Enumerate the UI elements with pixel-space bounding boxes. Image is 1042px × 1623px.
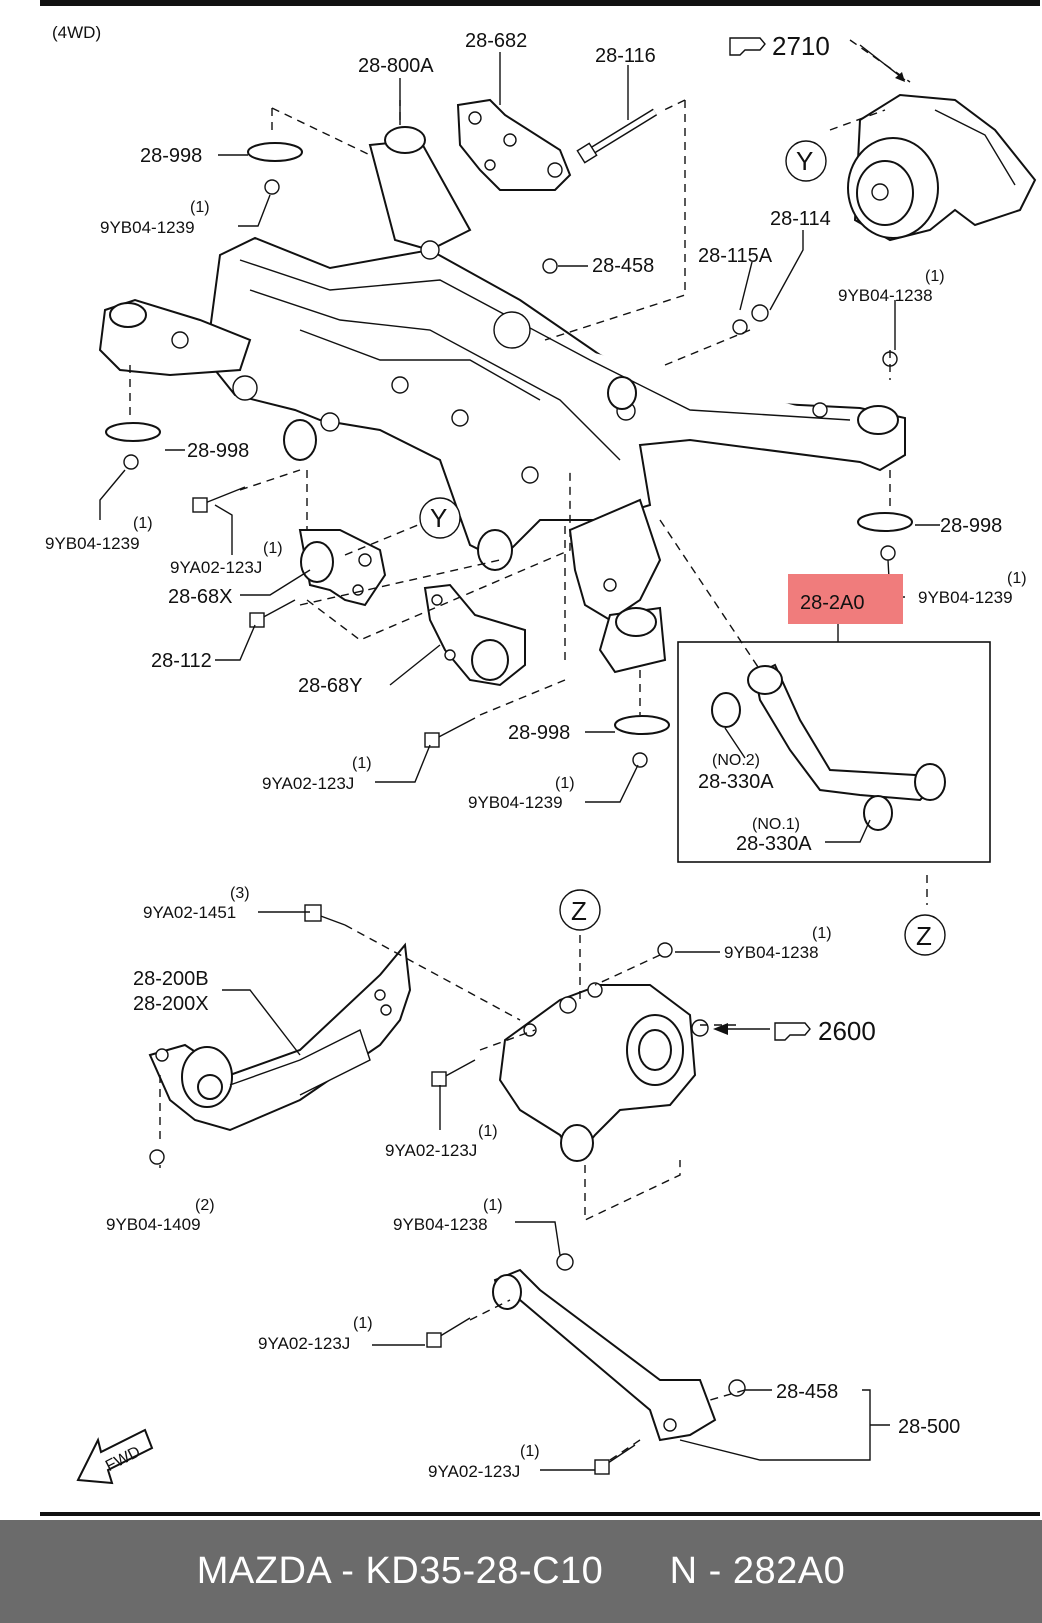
label-9YB04-1238: 9YB04-1238 [838, 286, 933, 305]
labels: (4WD) 28-800A 28-682 28-116 28-998 (1) 9… [45, 23, 1027, 1481]
label-28-682: 28-682 [465, 30, 527, 52]
ref-2710: 2710 [772, 31, 830, 61]
bottom-rule [40, 1512, 1040, 1516]
pointing-hand-icon [713, 37, 906, 1041]
washer-28-998 [105, 142, 913, 735]
footer-part-number: MAZDA - KD35-28-C10 N - 282A0 [196, 1550, 846, 1592]
label-28-68Y: 28-68Y [298, 675, 363, 697]
label-28-458: 28-458 [592, 255, 654, 277]
label-9YB04-1239: 9YB04-1239 [100, 218, 195, 237]
variant-label: (4WD) [52, 23, 101, 42]
label-9YA02-1451: 9YA02-1451 [143, 903, 236, 922]
label-28-458: 28-458 [776, 1381, 838, 1403]
label-qty: (1) [190, 199, 210, 216]
label-qty: (1) [520, 1443, 540, 1460]
label-qty: (1) [925, 268, 945, 285]
label-qty: (1) [483, 1197, 503, 1214]
label-28-200X: 28-200X [133, 993, 209, 1015]
label-28-998: 28-998 [508, 722, 570, 744]
label-28-330A: 28-330A [736, 833, 812, 855]
top-rule [40, 0, 1040, 6]
parts-diagram: (4WD) 28-800A 28-682 28-116 28-998 (1) 9… [45, 23, 1037, 1485]
label-9YA02-123J: 9YA02-123J [385, 1141, 477, 1160]
label-qty: (1) [812, 925, 832, 942]
label-9YA02-123J: 9YA02-123J [428, 1462, 520, 1481]
label-28-330A: 28-330A [698, 771, 774, 793]
label-9YB04-1238: 9YB04-1238 [724, 943, 819, 962]
lower-link [492, 1253, 746, 1442]
fwd-arrow-icon [76, 1428, 154, 1485]
label-9YA02-123J: 9YA02-123J [258, 1334, 350, 1353]
label-28-800A: 28-800A [358, 55, 434, 77]
label-no1: (NO.1) [752, 816, 800, 833]
label-28-115A: 28-115A [698, 245, 773, 267]
label-9YB04-1409: 9YB04-1409 [106, 1215, 201, 1234]
view-z-lower: Z [916, 921, 932, 951]
label-qty: (3) [230, 885, 250, 902]
ref-2600: 2600 [818, 1016, 876, 1046]
bolts-lower [149, 904, 673, 1475]
label-qty: (1) [353, 1315, 373, 1332]
leader-lines [99, 52, 940, 1471]
bracket-28-68X [298, 529, 387, 607]
label-28-998: 28-998 [940, 515, 1002, 537]
label-9YB04-1239: 9YB04-1239 [918, 588, 1013, 607]
label-qty: (1) [352, 755, 372, 772]
differential-mount [847, 93, 1037, 242]
knuckle [498, 982, 709, 1162]
label-28-998: 28-998 [187, 440, 249, 462]
label-qty: (1) [478, 1123, 498, 1140]
label-28-68X: 28-68X [168, 586, 233, 608]
nut-small [123, 179, 898, 768]
label-qty: (2) [195, 1197, 215, 1214]
label-no2: (NO.2) [712, 752, 760, 769]
view-z-upper: Z [571, 896, 587, 926]
label-9YB04-1239: 9YB04-1239 [468, 793, 563, 812]
label-28-116: 28-116 [595, 45, 656, 67]
label-9YB04-1239: 9YB04-1239 [45, 534, 140, 553]
label-28-114: 28-114 [770, 208, 831, 230]
label-9YA02-123J: 9YA02-123J [170, 558, 262, 577]
highlight-box [788, 574, 903, 624]
label-9YA02-123J: 9YA02-123J [262, 774, 354, 793]
dashed-reference-lines [129, 39, 928, 1461]
label-9YB04-1238: 9YB04-1238 [393, 1215, 488, 1234]
label-28-200B: 28-200B [133, 968, 209, 990]
label-28-500: 28-500 [898, 1416, 960, 1438]
label-qty: (1) [555, 775, 575, 792]
label-qty: (1) [133, 515, 153, 532]
bracket-28-682 [456, 98, 572, 191]
label-28-998: 28-998 [140, 145, 202, 167]
trailing-arm [148, 942, 412, 1132]
view-y-upper: Y [796, 146, 813, 176]
bolt-28-116 [576, 108, 658, 164]
bolts-left [192, 486, 476, 748]
label-qty: (1) [263, 540, 283, 557]
label-28-112: 28-112 [151, 650, 212, 672]
view-y-lower: Y [430, 503, 447, 533]
bracket-28-68Y [423, 583, 526, 687]
view-callouts [419, 140, 946, 956]
label-qty: (1) [1007, 570, 1027, 587]
footer-bar: MAZDA - KD35-28-C10 N - 282A0 [0, 1520, 1042, 1623]
label-28-2A0: 28-2A0 [800, 592, 865, 614]
upper-arm-box [677, 641, 991, 863]
